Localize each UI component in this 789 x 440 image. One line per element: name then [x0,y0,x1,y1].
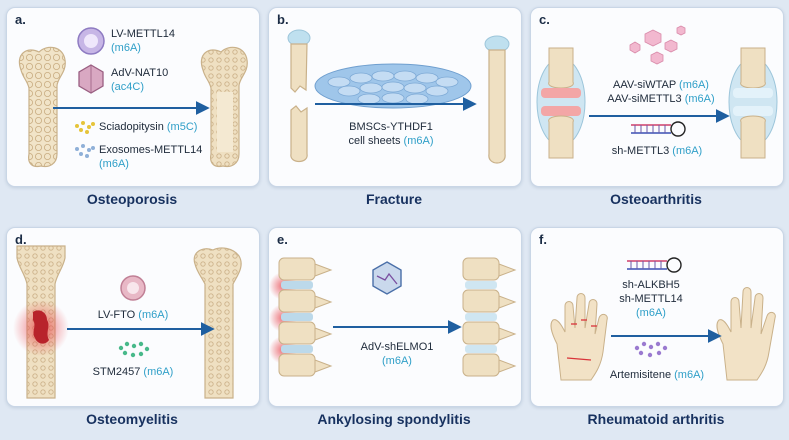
agent-lv-mettl14: LV-METTL14(m6A) [111,28,175,54]
agent-adv-shelmo1: AdV-shELMO1(m6A) [360,341,434,367]
artemisitene-molecule-icon [634,341,668,358]
panel-osteomyelitis: d. LV-FTO (m6A) STM2457 (m6A) [6,227,260,407]
agent-sh-mettl3: sh-METTL3 (m6A) [611,145,703,157]
caption-fracture: Fracture [365,191,423,207]
healthy-spine-icon [462,257,517,377]
infected-bone-icon [13,245,69,399]
panel-ankylosing-spondylitis: e. AdV-shELMO1(m6A) [268,227,522,407]
inflamed-knee-joint-icon [536,47,586,159]
panel-label: b. [277,12,289,27]
fractured-bone-bottom-icon [290,105,308,163]
lentivirus-icon [77,27,105,55]
healthy-bone-icon [193,247,242,399]
sciadopitysin-molecule-icon [75,121,95,134]
caption-osteoarthritis: Osteoarthritis [610,191,702,207]
caption-ankylosing-spondylitis: Ankylosing spondylitis [317,411,471,427]
agent-aav-simettl3: AAV-siMETTL3 (m6A) [607,93,715,105]
shrna-hairpin-icon [627,257,682,273]
healthy-hand-icon [716,287,776,381]
healthy-knee-joint-icon [728,47,778,159]
panel-label: c. [539,12,550,27]
inflamed-hand-icon [550,293,608,381]
panel-d-art [13,245,242,399]
fractured-bone-top-icon [287,29,311,93]
agent-exosomes-mettl14: Exosomes-METTL14(m6A) [99,144,203,170]
exosome-icon [75,144,95,158]
caption-rheumatoid-arthritis: Rheumatoid arthritis [587,411,725,427]
panel-e-art [269,257,517,377]
agent-artemisitene: Artemisitene (m6A) [609,369,705,381]
aav-particles-icon [629,25,686,65]
panel-osteoporosis: a. LV-METTL14(m6A) AdV-NAT10(ac4C) Sciad… [6,7,260,187]
inflamed-spine-icon [269,257,333,377]
agent-stm2457: STM2457 (m6A) [92,366,174,378]
agent-sciadopitysin: Sciadopitysin (m5C) [99,121,198,133]
panel-a-art [18,27,248,168]
agent-aav-siwtap: AAV-siWTAP (m6A) [613,79,709,91]
panel-label: d. [15,232,27,247]
panel-c-art [536,25,778,159]
panel-label: e. [277,232,288,247]
lentivirus-icon [120,275,146,301]
healed-bone-icon [484,35,510,164]
panel-f-art [550,257,776,381]
panel-b-art [287,29,510,164]
cell-sheet-icon [314,63,472,109]
porous-femur-icon [18,46,66,168]
agent-adv-nat10: AdV-NAT10(ac4C) [111,67,169,93]
adenovirus-icon [372,261,402,295]
shrna-hairpin-icon [631,121,686,137]
caption-osteoporosis: Osteoporosis [86,191,178,207]
panel-label: f. [539,232,547,247]
panel-label: a. [15,12,26,27]
adenovirus-icon [78,64,104,94]
agent-lv-fto: LV-FTO (m6A) [97,309,169,321]
healthy-femur-icon [200,46,248,168]
panel-osteoarthritis: c. AAV-siWTAP (m6A) AAV-siMETTL3 (m6A) s… [530,7,784,187]
stm2457-molecule-icon [118,341,150,358]
caption-osteomyelitis: Osteomyelitis [86,411,178,427]
